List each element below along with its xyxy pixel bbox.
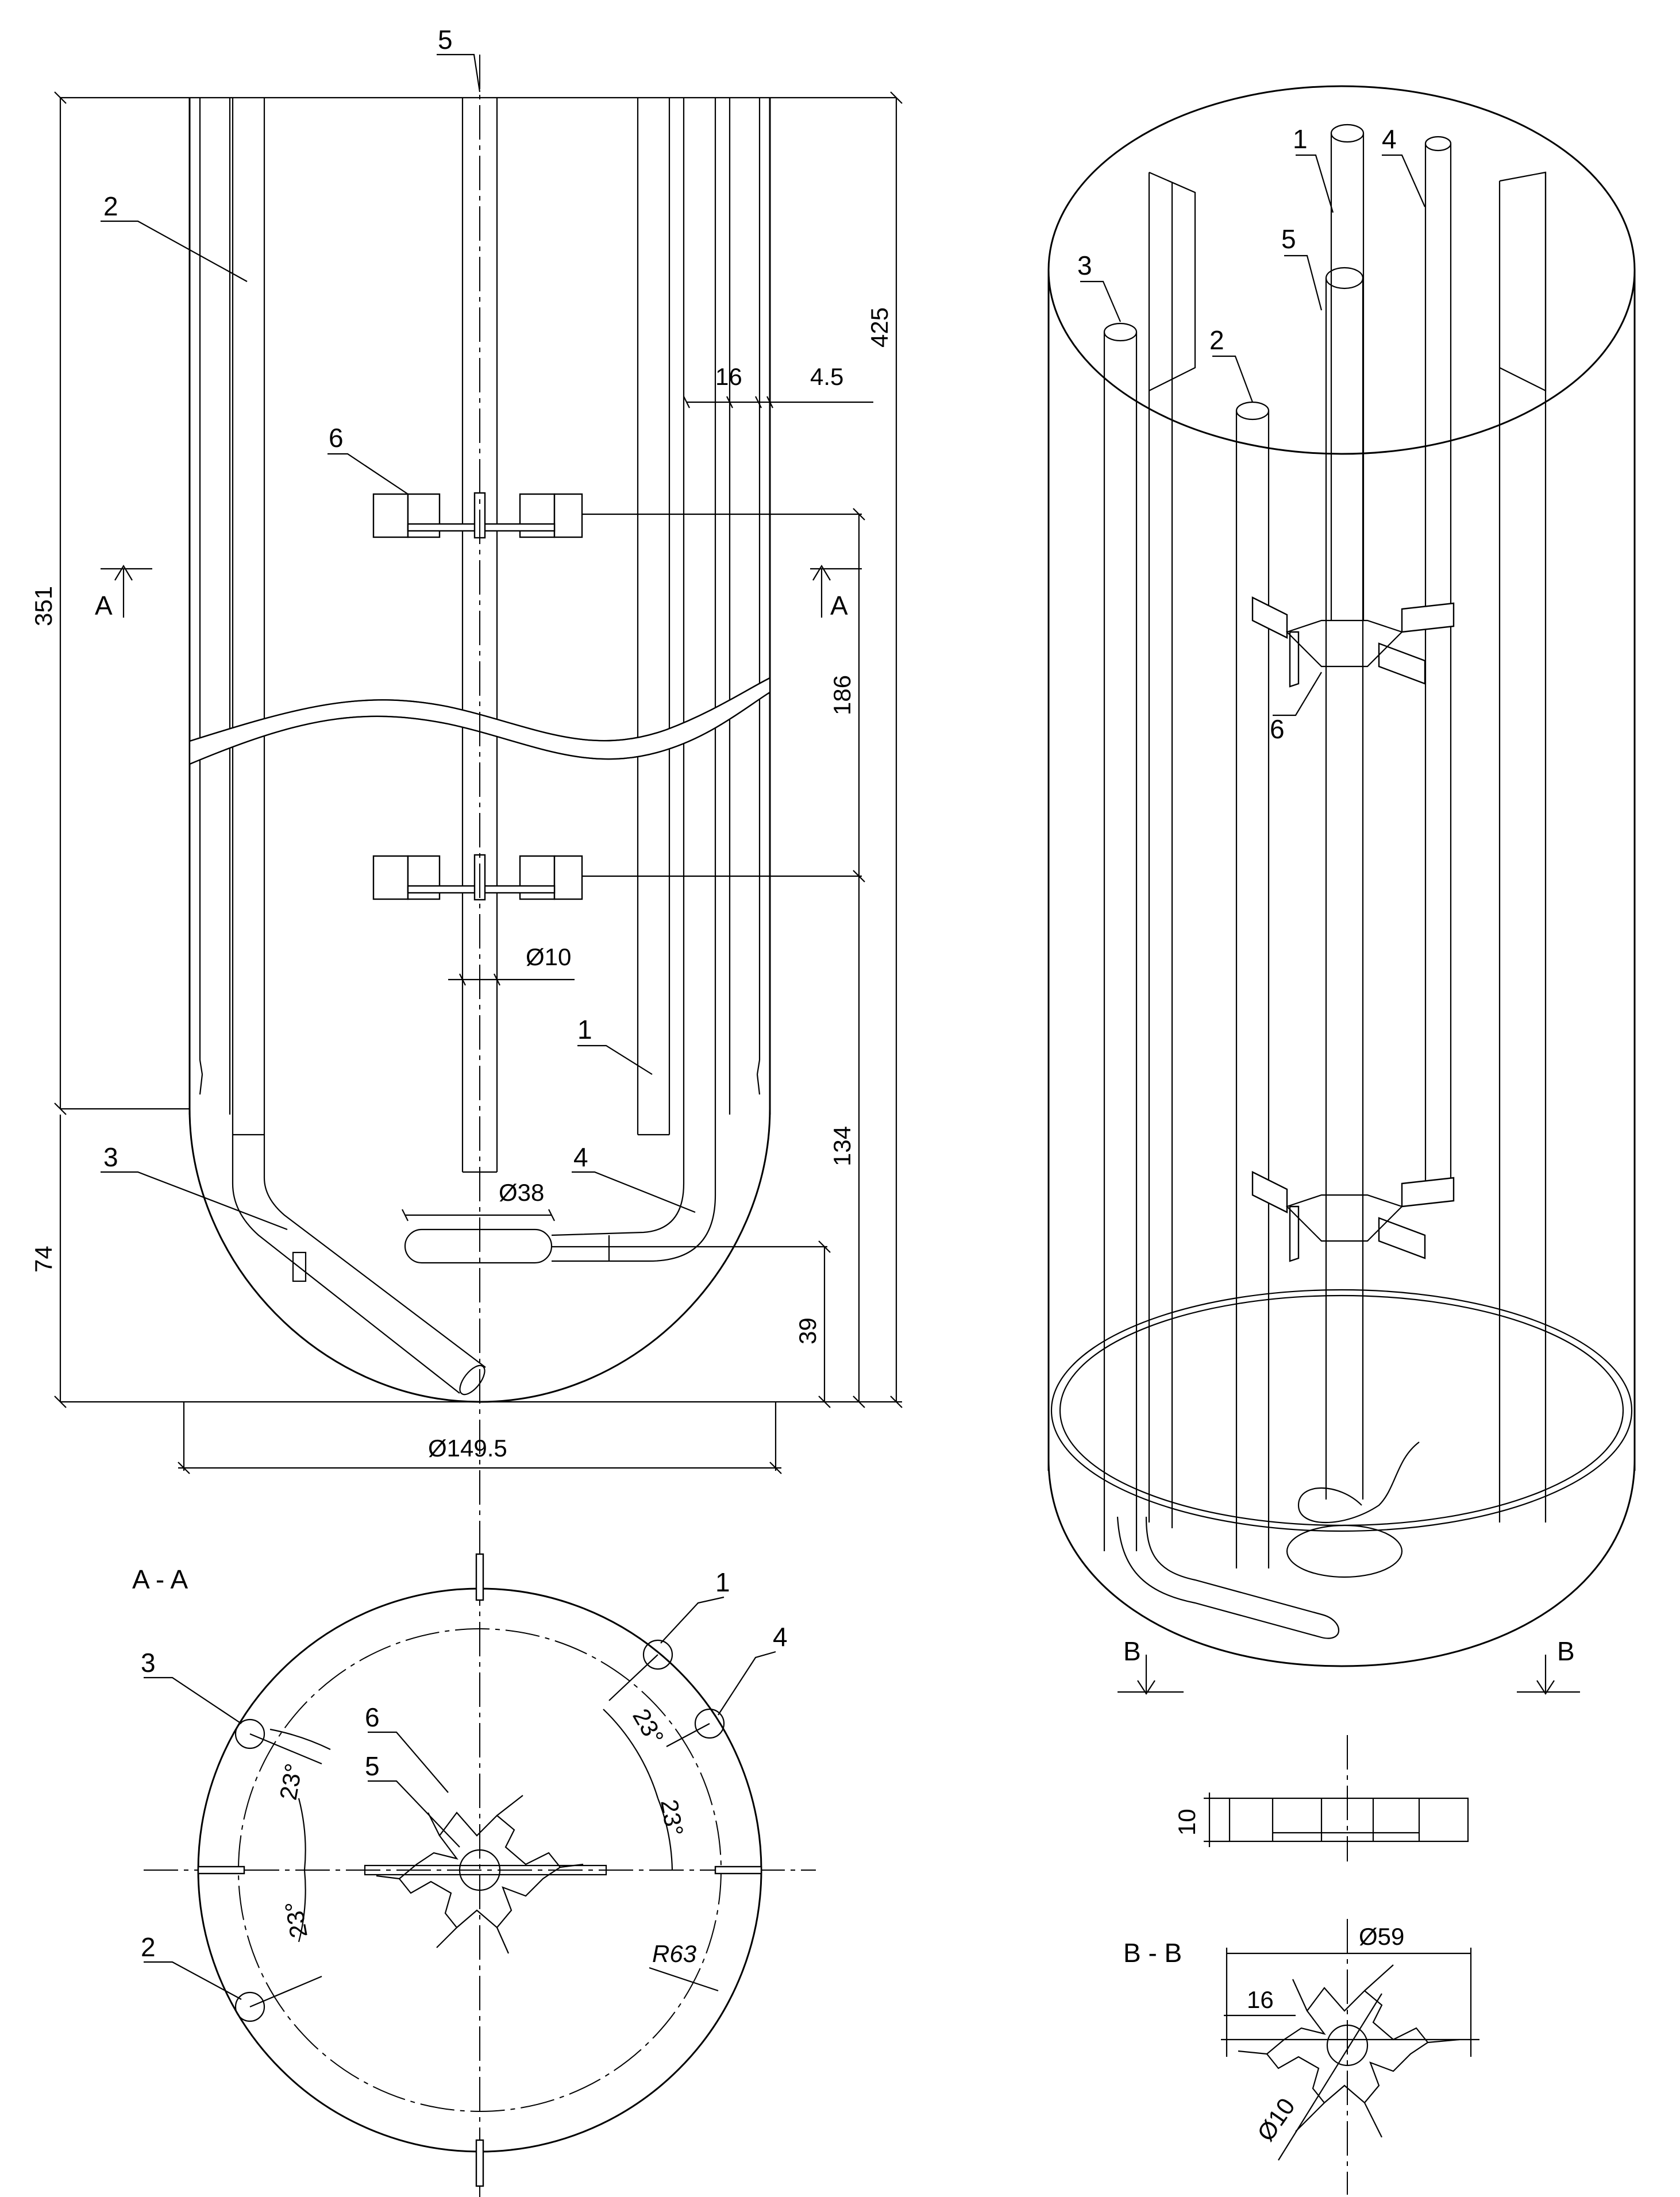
baffle-section-right [714,1865,762,1875]
impeller-side-view [1204,1735,1469,1861]
aa-label-2: 2 [141,1932,156,1962]
pipe-3-section [234,1718,265,1749]
iso-impeller-lower [1251,1171,1455,1262]
ring-sparger [404,1228,553,1264]
section-aa-title: A - A [132,1564,188,1594]
label-1: 1 [577,1015,592,1044]
impeller-plan [364,1795,607,1954]
impeller-detail: B B 10 B - B Ø59 [1118,1636,1580,2195]
aa-label-1: 1 [715,1567,730,1597]
dim-425: 425 [866,307,893,348]
impeller-lower [372,854,583,901]
section-mark-b-right: B [1557,1636,1575,1666]
dim-4-5: 4.5 [810,363,843,390]
section-mark-a-right: A [830,591,848,620]
label-2: 2 [103,191,118,221]
detail-height: 10 [1173,1809,1200,1836]
dim-vessel-diameter: Ø149.5 [428,1435,507,1462]
section-aa-labels: A - A 1 4 3 2 6 5 23° 23° 23° 23° R63 [132,1564,788,1967]
iso-bottom [1047,1459,1636,1667]
section-mark-b-left: B [1123,1636,1141,1666]
label-6: 6 [329,423,344,453]
aa-angle-1: 23° [275,1762,307,1802]
detail-diameter: Ø59 [1359,1923,1404,1950]
section-bb-title: B - B [1123,1938,1182,1968]
dim-186: 186 [829,675,856,715]
baffle-section-left [197,1865,245,1875]
section-b-arrows [1118,1655,1580,1695]
label-3: 3 [103,1142,118,1172]
impeller-detail-plan [1221,1919,1479,2195]
aa-radius: R63 [652,1940,696,1967]
iso-label-1: 1 [1293,124,1308,154]
pipe-2-section [234,1991,265,2022]
aa-label-6: 6 [365,1702,380,1732]
dimension-lines [54,53,903,1474]
section-a-a: A - A 1 4 3 2 6 5 23° 23° 23° 23° R63 [132,1553,816,2187]
iso-label-4: 4 [1382,124,1397,154]
front-view: 5 2 6 1 3 4 A A 351 74 425 186 134 39 16… [30,25,903,2197]
dim-16: 16 [715,363,742,390]
iso-impeller-upper [1251,596,1455,688]
front-labels: 5 2 6 1 3 4 A A 351 74 425 186 134 39 16… [30,25,893,1462]
iso-label-2: 2 [1209,325,1224,355]
aa-angle-2: 23° [280,1899,313,1940]
dim-134: 134 [829,1126,856,1166]
iso-label-6: 6 [1270,714,1285,744]
isometric-view: 1 4 5 3 2 6 [1047,85,1636,1667]
label-4: 4 [573,1142,588,1172]
pipe-4-sparger-feed [551,98,716,1262]
pipe-1 [637,98,671,1136]
aa-angle-3: 23° [627,1704,669,1749]
iso-labels: 1 4 5 3 2 6 [1077,124,1397,744]
iso-sparger [1286,1524,1403,1578]
angle-arcs [144,1596,776,2008]
aa-label-4: 4 [773,1622,788,1652]
aa-angle-4: 23° [656,1797,688,1838]
dim-74: 74 [30,1246,57,1273]
break-line-lower [189,692,770,765]
aa-label-5: 5 [365,1751,380,1781]
dim-39: 39 [794,1317,821,1344]
dim-shaft-diameter: Ø10 [526,943,571,970]
detail-bore: Ø10 [1252,2093,1300,2146]
impeller-upper [372,492,583,539]
baffle-section-top [475,1553,484,1601]
section-mark-a-left: A [95,591,113,620]
iso-pipes [1103,124,1452,1639]
aa-label-3: 3 [141,1648,156,1678]
iso-bottom-ring-inner [1059,1294,1624,1527]
pipe-1-section [642,1639,673,1670]
baffle-section-bottom [475,2139,484,2187]
iso-label-5: 5 [1281,224,1296,254]
iso-label-3: 3 [1077,250,1092,280]
dim-351: 351 [30,586,57,626]
label-5: 5 [438,25,453,55]
break-line-upper [189,677,770,742]
dim-sparger-diameter: Ø38 [499,1179,544,1206]
baffle-right [729,98,761,1115]
dip-tube-2-3 [232,98,486,1396]
pipe-4-section [694,1708,725,1739]
iso-baffles [1148,171,1547,1528]
detail-blade-width: 16 [1247,1986,1274,2013]
baffle-left [199,98,231,1115]
iso-leaders [1080,154,1426,716]
iso-bottom-ring-outer [1050,1289,1633,1532]
